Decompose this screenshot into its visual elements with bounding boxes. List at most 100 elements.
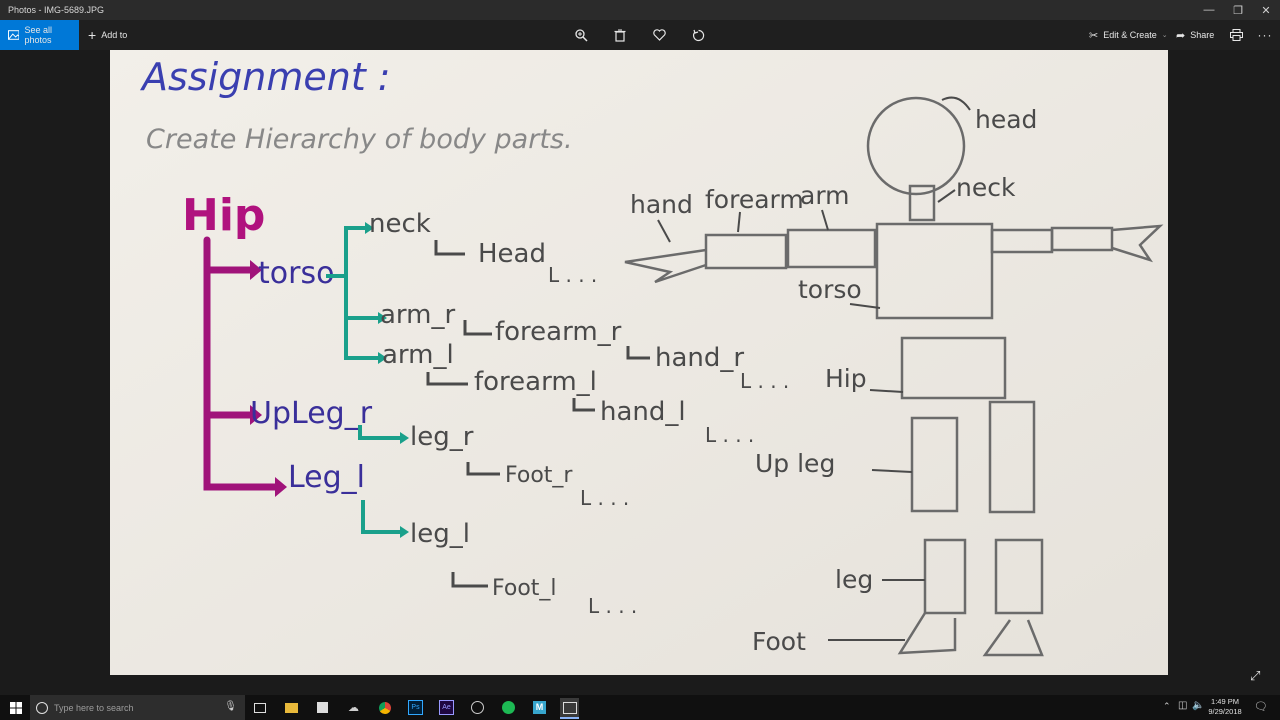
task-view-icon [253,702,266,713]
label-head: head [975,105,1037,134]
zoom-icon [574,28,588,42]
add-to-label: Add to [101,30,128,40]
title-bar: Photos - IMG-5689.JPG — ❐ ✕ [0,0,1280,20]
restore-icon: ❐ [1233,4,1243,17]
search-placeholder: Type here to search [54,702,134,713]
figure-head [866,96,966,196]
figure-torso [875,222,994,320]
edit-create-label: Edit & Create [1103,30,1157,40]
label-foot: Foot [752,627,806,656]
more-button[interactable]: ··· [1257,27,1273,43]
folder-icon [285,702,298,713]
figure-label-arrows [657,96,971,641]
figure-foot-r [982,619,1044,657]
app-button-8[interactable] [468,698,487,717]
hip-tree-arrows [250,260,287,497]
system-clock[interactable]: 1:49 PM 9/29/2018 [1200,697,1250,717]
fullscreen-button[interactable]: ⤢ [1250,668,1266,684]
clock-date: 9/29/2018 [1208,707,1242,716]
task-view-button[interactable] [250,698,269,717]
assignment-heading: Assignment : [139,55,391,99]
maya-button[interactable]: M [530,698,549,717]
chevron-up-icon[interactable]: ⌃ [1163,701,1171,711]
figure-forearm-l [704,233,788,270]
teal-branches [326,226,400,534]
rotate-button[interactable] [690,27,706,43]
store-button[interactable] [313,698,332,717]
app-button-4[interactable]: ☁ [344,698,363,717]
node-leg-r: leg_r [410,422,474,452]
windows-icon [9,701,22,714]
hip-tree-lines [203,236,279,491]
zoom-button[interactable] [573,27,589,43]
label-forearm: forearm [705,185,804,214]
cortana-icon [36,701,48,714]
figure-upleg-r [988,400,1036,514]
node-torso: torso [258,256,334,291]
node-leg-l2: leg_l [410,519,470,549]
favorite-button[interactable] [651,27,667,43]
photos-icon [8,30,20,40]
figure-hand-r [1111,224,1164,263]
expand-icon: ⤢ [1250,668,1261,683]
photoshop-icon: Ps [408,700,423,715]
figure-upleg-l [910,416,959,513]
ellipsis-hand-l: L . . . [705,423,754,447]
share-button[interactable]: ➦ Share [1176,20,1214,50]
figure-hip [900,336,1007,400]
gray-l-arrows [426,240,650,588]
node-leg-l: Leg_l [288,460,365,495]
start-button[interactable] [6,698,25,717]
window-title: Photos - IMG-5689.JPG [8,5,105,15]
see-all-photos-label: See all photos [24,25,52,45]
label-leg: leg [835,565,873,594]
print-button[interactable] [1228,27,1244,43]
figure-hand-l [624,248,707,284]
taskbar: Type here to search 🎙 ☁ Ps Ae M ⌃ ◫ 🔈 1:… [0,695,1280,720]
file-explorer-button[interactable] [282,698,301,717]
figure-foot-l [897,612,957,655]
delete-button[interactable] [612,27,628,43]
figure-labels: head neck hand forearm arm torso Hip Up … [630,105,1037,656]
microphone-icon: 🎙 [224,701,237,712]
ellipsis-head: L . . . [548,263,597,287]
spotify-icon [502,701,515,714]
after-effects-button[interactable]: Ae [437,698,456,717]
node-forearm-l: forearm_l [474,367,597,397]
store-icon [317,702,328,713]
minimize-button[interactable]: — [1195,0,1223,20]
restore-button[interactable]: ❐ [1224,0,1252,20]
body-figure [624,96,1164,657]
heart-icon [652,29,666,41]
node-forearm-r: forearm_r [495,317,622,347]
photos-app-button[interactable] [560,698,579,719]
network-icon[interactable]: ◫ [1178,700,1188,711]
share-label: Share [1190,30,1215,40]
see-all-photos-button[interactable]: See all photos [0,20,79,50]
figure-neck [908,184,936,222]
print-icon [1229,29,1243,41]
paper-background [110,50,1168,675]
after-effects-icon: Ae [439,700,454,715]
node-hand-r: hand_r [655,343,744,373]
close-button[interactable]: ✕ [1252,0,1280,20]
label-upleg: Up leg [755,449,835,478]
delete-icon [614,29,626,42]
share-icon: ➦ [1176,29,1186,42]
close-icon: ✕ [1261,4,1271,17]
minimize-icon: — [1203,4,1215,16]
ellipsis-foot-r: L . . . [580,486,629,510]
node-foot-r: Foot_r [505,463,573,488]
spotify-button[interactable] [499,698,518,717]
taskbar-search[interactable]: Type here to search 🎙 [30,695,245,720]
node-upleg-r: UpLeg_r [250,396,373,431]
maya-icon: M [533,701,546,714]
volume-icon[interactable]: 🔈 [1192,700,1205,711]
notification-icon[interactable]: 🗨 [1254,701,1268,713]
edit-create-button[interactable]: ✂ Edit & Create ⌄ [1089,20,1168,50]
figure-forearm-r [1050,226,1114,252]
chrome-button[interactable] [375,698,394,717]
chevron-down-icon: ⌄ [1161,32,1168,39]
add-to-button[interactable]: + Add to [88,20,127,50]
photoshop-button[interactable]: Ps [406,698,425,717]
